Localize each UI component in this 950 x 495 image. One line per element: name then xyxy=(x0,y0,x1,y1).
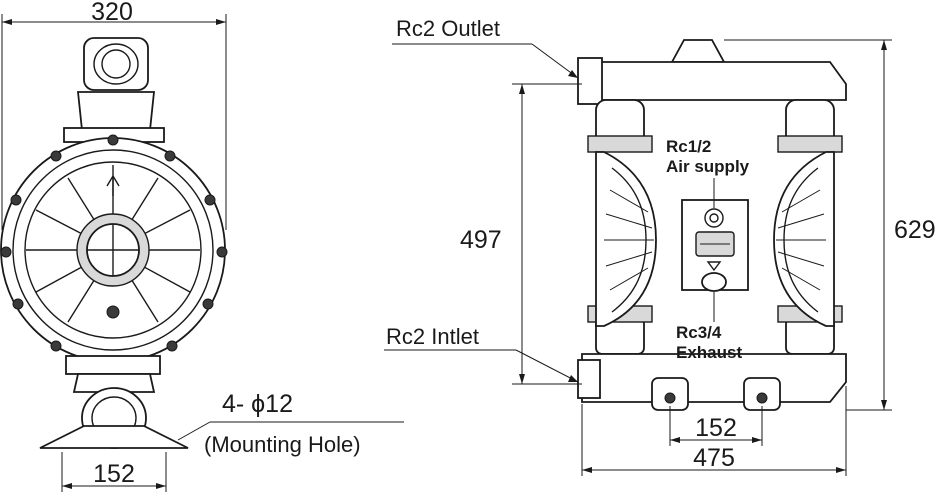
side-mounting-feet xyxy=(651,377,781,411)
mounting-hole-note: (Mounting Hole) xyxy=(204,432,361,457)
outlet-label: Rc2 Outlet xyxy=(396,16,500,41)
side-view: Rc2 Outlet xyxy=(384,16,936,476)
front-inlet-manifold xyxy=(39,355,189,449)
side-valve-chambers xyxy=(587,99,843,355)
side-width-dimension: 475 xyxy=(693,444,735,472)
right-diaphragm xyxy=(773,151,835,327)
front-outlet-port xyxy=(63,37,165,143)
side-height-dimension: 497 xyxy=(460,226,502,254)
left-diaphragm xyxy=(595,151,657,327)
mounting-hole-quantity: 4- ϕ12 xyxy=(222,390,293,418)
exhaust-size-label: Rc3/4 xyxy=(676,323,722,342)
front-diaphragm-housing xyxy=(0,134,228,363)
front-view: 320 xyxy=(0,0,404,492)
front-width-dimension: 320 xyxy=(91,0,133,26)
inlet-label: Rc2 Intlet xyxy=(386,324,479,349)
exhaust-label: Exhaust xyxy=(676,343,742,362)
center-air-valve xyxy=(681,199,749,292)
air-supply-label: Air supply xyxy=(666,157,750,176)
air-supply-size-label: Rc1/2 xyxy=(666,137,711,156)
side-total-height-dimension: 629 xyxy=(894,216,936,244)
front-base-dimension: 152 xyxy=(93,460,135,488)
side-base-dimension: 152 xyxy=(695,414,737,442)
